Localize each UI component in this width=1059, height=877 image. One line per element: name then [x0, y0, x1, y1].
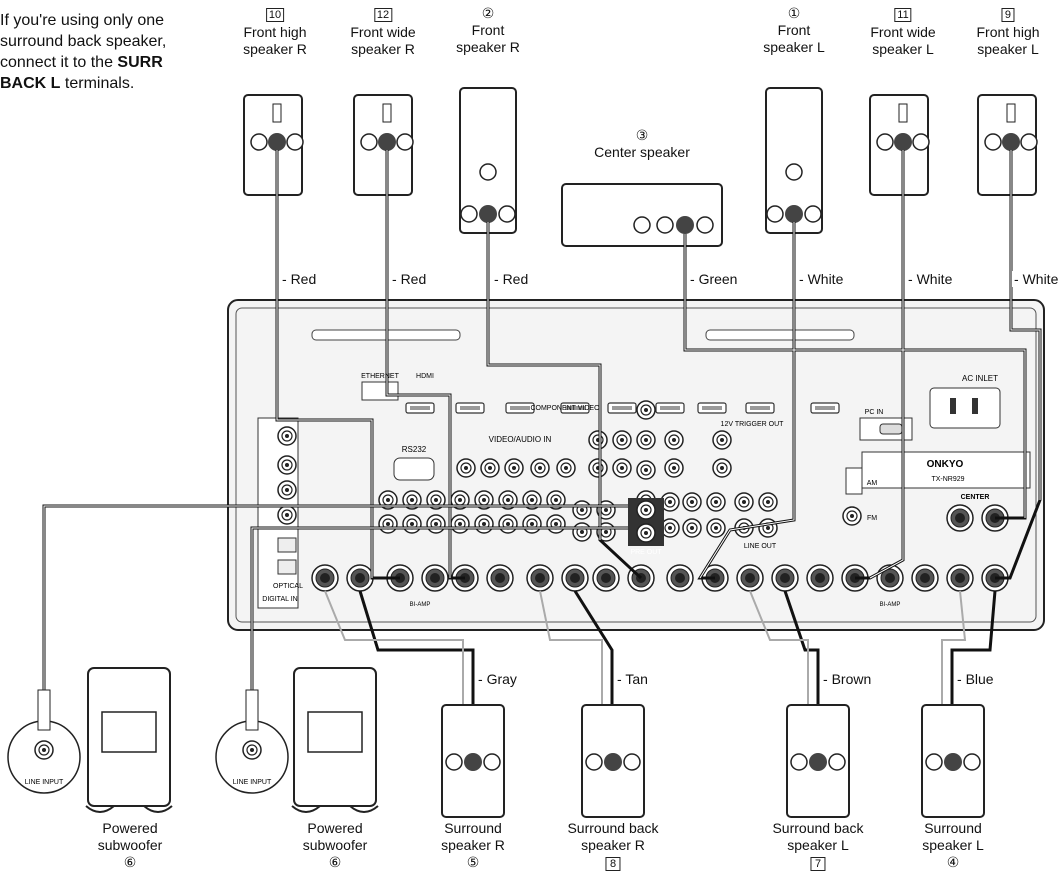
wire-label-surround-back-l: - Brown — [821, 671, 874, 687]
wire-label-front-l: - White — [797, 271, 846, 287]
line-input-label-2: LINE INPUT — [233, 779, 272, 786]
wire-label-front-r: - Red — [492, 271, 531, 287]
component-video-label: COMPONENT VIDEO — [530, 405, 600, 412]
surround-speakers — [441, 704, 985, 818]
wire-label-surround-back-r: - Tan — [615, 671, 650, 687]
brand-logo: ONKYO — [927, 459, 964, 470]
digital-in-label: DIGITAL IN — [262, 596, 297, 603]
optical-label: OPTICAL — [273, 583, 303, 590]
note-line-3: connect it to the SURR — [0, 54, 163, 71]
label-center: ③ Center speaker — [594, 127, 690, 160]
bi-amp-label-right: BI-AMP — [880, 602, 901, 608]
note-line-2: surround back speaker, — [0, 33, 167, 50]
pc-in-label: PC IN — [865, 409, 884, 416]
line-input-label-1: LINE INPUT — [25, 779, 64, 786]
wire-label-front-high-r: - Red — [280, 271, 319, 287]
video-audio-in-label: VIDEO/AUDIO IN — [489, 435, 552, 444]
bi-amp-label-left: BI-AMP — [410, 602, 431, 608]
line-out-label: LINE OUT — [744, 543, 777, 550]
note-line-4: BACK L terminals. — [0, 75, 135, 92]
am-label: AM — [867, 480, 878, 487]
wire-label-front-wide-r: - Red — [390, 271, 429, 287]
ethernet-label: ETHERNET — [361, 373, 399, 380]
model-label: TX-NR929 — [931, 476, 964, 483]
wire-label-front-high-l: - White — [1012, 271, 1059, 287]
wire-label-surround-r: - Gray — [476, 671, 519, 687]
rs232-label: RS232 — [402, 445, 427, 454]
ac-inlet-label: AC INLET — [962, 374, 998, 383]
subwoofers — [7, 667, 379, 813]
hdmi-label: HDMI — [416, 373, 434, 380]
center-terminal-label: CENTER — [961, 494, 990, 501]
receiver-back-panel — [227, 299, 1045, 631]
trigger-out-label: 12V TRIGGER OUT — [721, 421, 785, 428]
wire-label-center: - Green — [688, 271, 740, 287]
top-speakers — [243, 87, 1038, 247]
wire-label-surround-l: - Blue — [955, 671, 996, 687]
note-line-1: If you're using only one — [0, 12, 165, 29]
usage-note: If you're using only one surround back s… — [0, 10, 230, 94]
wire-label-front-wide-l: - White — [906, 271, 955, 287]
pre-out-label: PRE OUT — [630, 549, 662, 556]
fm-label: FM — [867, 515, 877, 522]
